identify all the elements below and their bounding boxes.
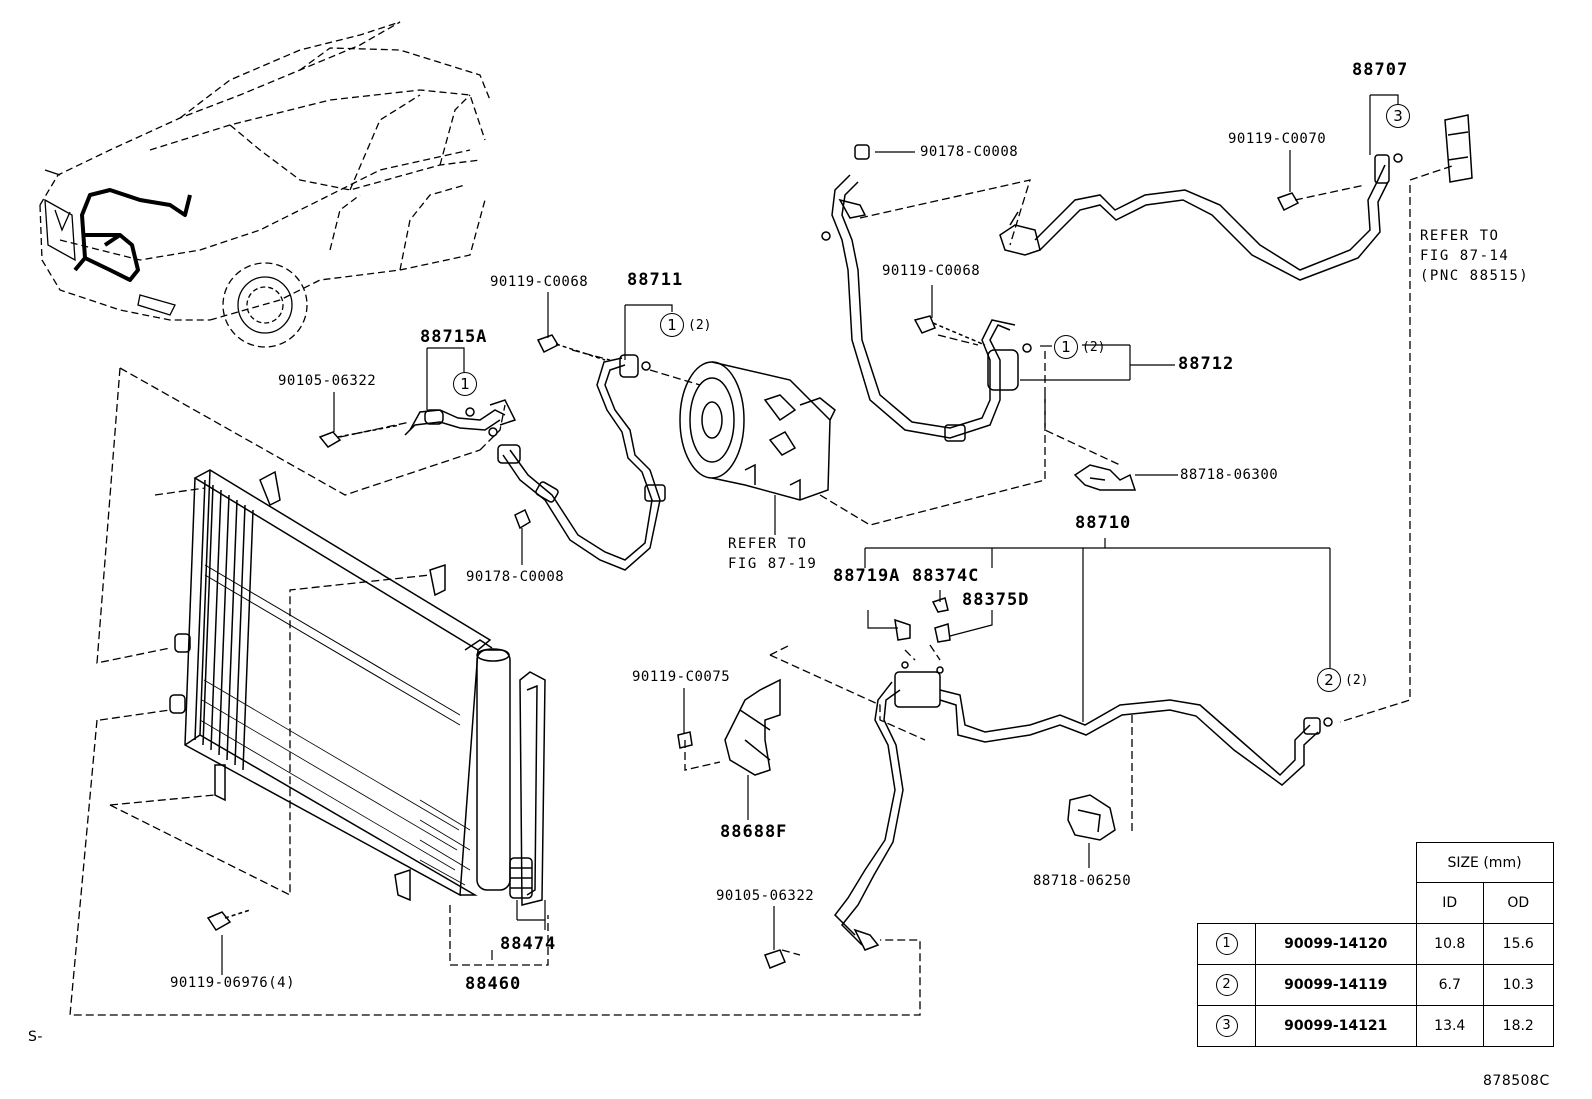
label-90119-c0068-left: 90119-C0068 bbox=[490, 274, 589, 290]
mark-1-88711: 1 bbox=[660, 313, 684, 337]
label-figure-code: 878508C bbox=[1483, 1073, 1550, 1089]
hose-88715A bbox=[318, 399, 517, 448]
label-88719A: 88719A bbox=[833, 566, 901, 586]
label-prefix: S- bbox=[28, 1029, 43, 1045]
label-88688F: 88688F bbox=[720, 822, 788, 842]
label-88460: 88460 bbox=[465, 974, 522, 994]
mark-1-88712: 1 bbox=[1054, 335, 1078, 359]
clamp-88718-06300 bbox=[1073, 464, 1137, 491]
label-90119-c0068-right: 90119-C0068 bbox=[882, 263, 981, 279]
hose-88712 bbox=[821, 144, 1032, 442]
size-table-part: 90099-14121 bbox=[1255, 1005, 1417, 1047]
label-90119-c0075: 90119-C0075 bbox=[632, 669, 731, 685]
qty-88711: (2) bbox=[688, 318, 712, 333]
size-table-id: 10.8 bbox=[1415, 923, 1484, 965]
refer-top-line-3: (PNC 88515) bbox=[1420, 268, 1530, 284]
phantom-lines bbox=[69, 164, 1456, 1016]
size-table-mark: 1 bbox=[1215, 933, 1238, 955]
vehicle-grille bbox=[44, 169, 176, 316]
label-88375D: 88375D bbox=[962, 590, 1030, 610]
size-table-part: 90099-14120 bbox=[1255, 923, 1417, 965]
size-table-od-header: OD bbox=[1482, 882, 1554, 924]
label-90105-06322-left: 90105-06322 bbox=[278, 373, 377, 389]
vehicle-wheel bbox=[222, 262, 308, 348]
mark-3-88707: 3 bbox=[1386, 104, 1410, 128]
label-90178-c0008-bottom: 90178-C0008 bbox=[466, 569, 565, 585]
label-90105-06322-bottom: 90105-06322 bbox=[716, 888, 815, 904]
size-table-mark: 2 bbox=[1215, 974, 1238, 996]
label-88474: 88474 bbox=[500, 934, 557, 954]
size-table-row: 2 90099-14119 6.7 10.3 bbox=[1197, 964, 1554, 1006]
refer-mid-line-1: REFER TO bbox=[728, 536, 808, 552]
vehicle-outline bbox=[39, 21, 491, 321]
refer-mid-line-2: FIG 87-19 bbox=[728, 556, 818, 572]
label-88710: 88710 bbox=[1075, 513, 1132, 533]
bracket-88688F bbox=[677, 678, 781, 776]
leader-lines bbox=[221, 94, 1399, 975]
label-refer-top: REFER TO FIG 87-14 (PNC 88515) bbox=[1420, 226, 1529, 286]
vehicle-ac-lines-highlight bbox=[73, 188, 192, 282]
label-88712: 88712 bbox=[1178, 354, 1235, 374]
label-88711: 88711 bbox=[627, 270, 684, 290]
qty-88712: (2) bbox=[1082, 340, 1106, 355]
size-table-header: SIZE (mm) bbox=[1415, 842, 1554, 883]
size-table-id-header: ID bbox=[1415, 882, 1484, 924]
label-88707: 88707 bbox=[1352, 60, 1409, 80]
size-table-mark: 3 bbox=[1215, 1015, 1238, 1037]
size-table-od: 15.6 bbox=[1482, 923, 1554, 965]
size-table-row: 1 90099-14120 10.8 15.6 bbox=[1197, 923, 1554, 965]
label-90119-c0070: 90119-C0070 bbox=[1228, 131, 1327, 147]
size-table-header-row: SIZE (mm) bbox=[1198, 842, 1554, 883]
hose-88707 bbox=[999, 114, 1473, 281]
compressor bbox=[679, 361, 836, 501]
label-88715A: 88715A bbox=[420, 327, 488, 347]
label-refer-mid: REFER TO FIG 87-19 bbox=[728, 534, 817, 574]
mark-1-88715A: 1 bbox=[453, 372, 477, 396]
size-table-subheader-row: ID OD bbox=[1198, 882, 1554, 924]
size-table-part: 90099-14119 bbox=[1255, 964, 1417, 1006]
size-table-od: 18.2 bbox=[1482, 1005, 1554, 1047]
size-table-id: 13.4 bbox=[1415, 1005, 1484, 1047]
mark-2-88710: 2 bbox=[1317, 668, 1341, 692]
label-88718-06300: 88718-06300 bbox=[1180, 467, 1279, 483]
label-90178-c0008-top: 90178-C0008 bbox=[920, 144, 1019, 160]
label-88718-06250: 88718-06250 bbox=[1033, 873, 1132, 889]
size-table-id: 6.7 bbox=[1415, 964, 1484, 1006]
size-table-od: 10.3 bbox=[1482, 964, 1554, 1006]
refer-top-line-2: FIG 87-14 bbox=[1420, 248, 1510, 264]
hose-88711 bbox=[497, 334, 666, 571]
size-table-row: 3 90099-14121 13.4 18.2 bbox=[1197, 1005, 1554, 1047]
size-table: SIZE (mm) ID OD 1 90099-14120 10.8 15.6 … bbox=[1197, 842, 1554, 1047]
tube-88710 bbox=[764, 597, 1333, 969]
condenser bbox=[169, 469, 492, 902]
refer-top-line-1: REFER TO bbox=[1420, 228, 1500, 244]
bolt-90119-06976 bbox=[206, 909, 251, 931]
label-90119-06976: 90119-06976(4) bbox=[170, 975, 296, 991]
label-88374C: 88374C bbox=[912, 566, 980, 586]
qty-88710: (2) bbox=[1345, 673, 1369, 688]
clamp-88718-06250 bbox=[1067, 794, 1116, 841]
receiver-drier bbox=[464, 639, 546, 906]
